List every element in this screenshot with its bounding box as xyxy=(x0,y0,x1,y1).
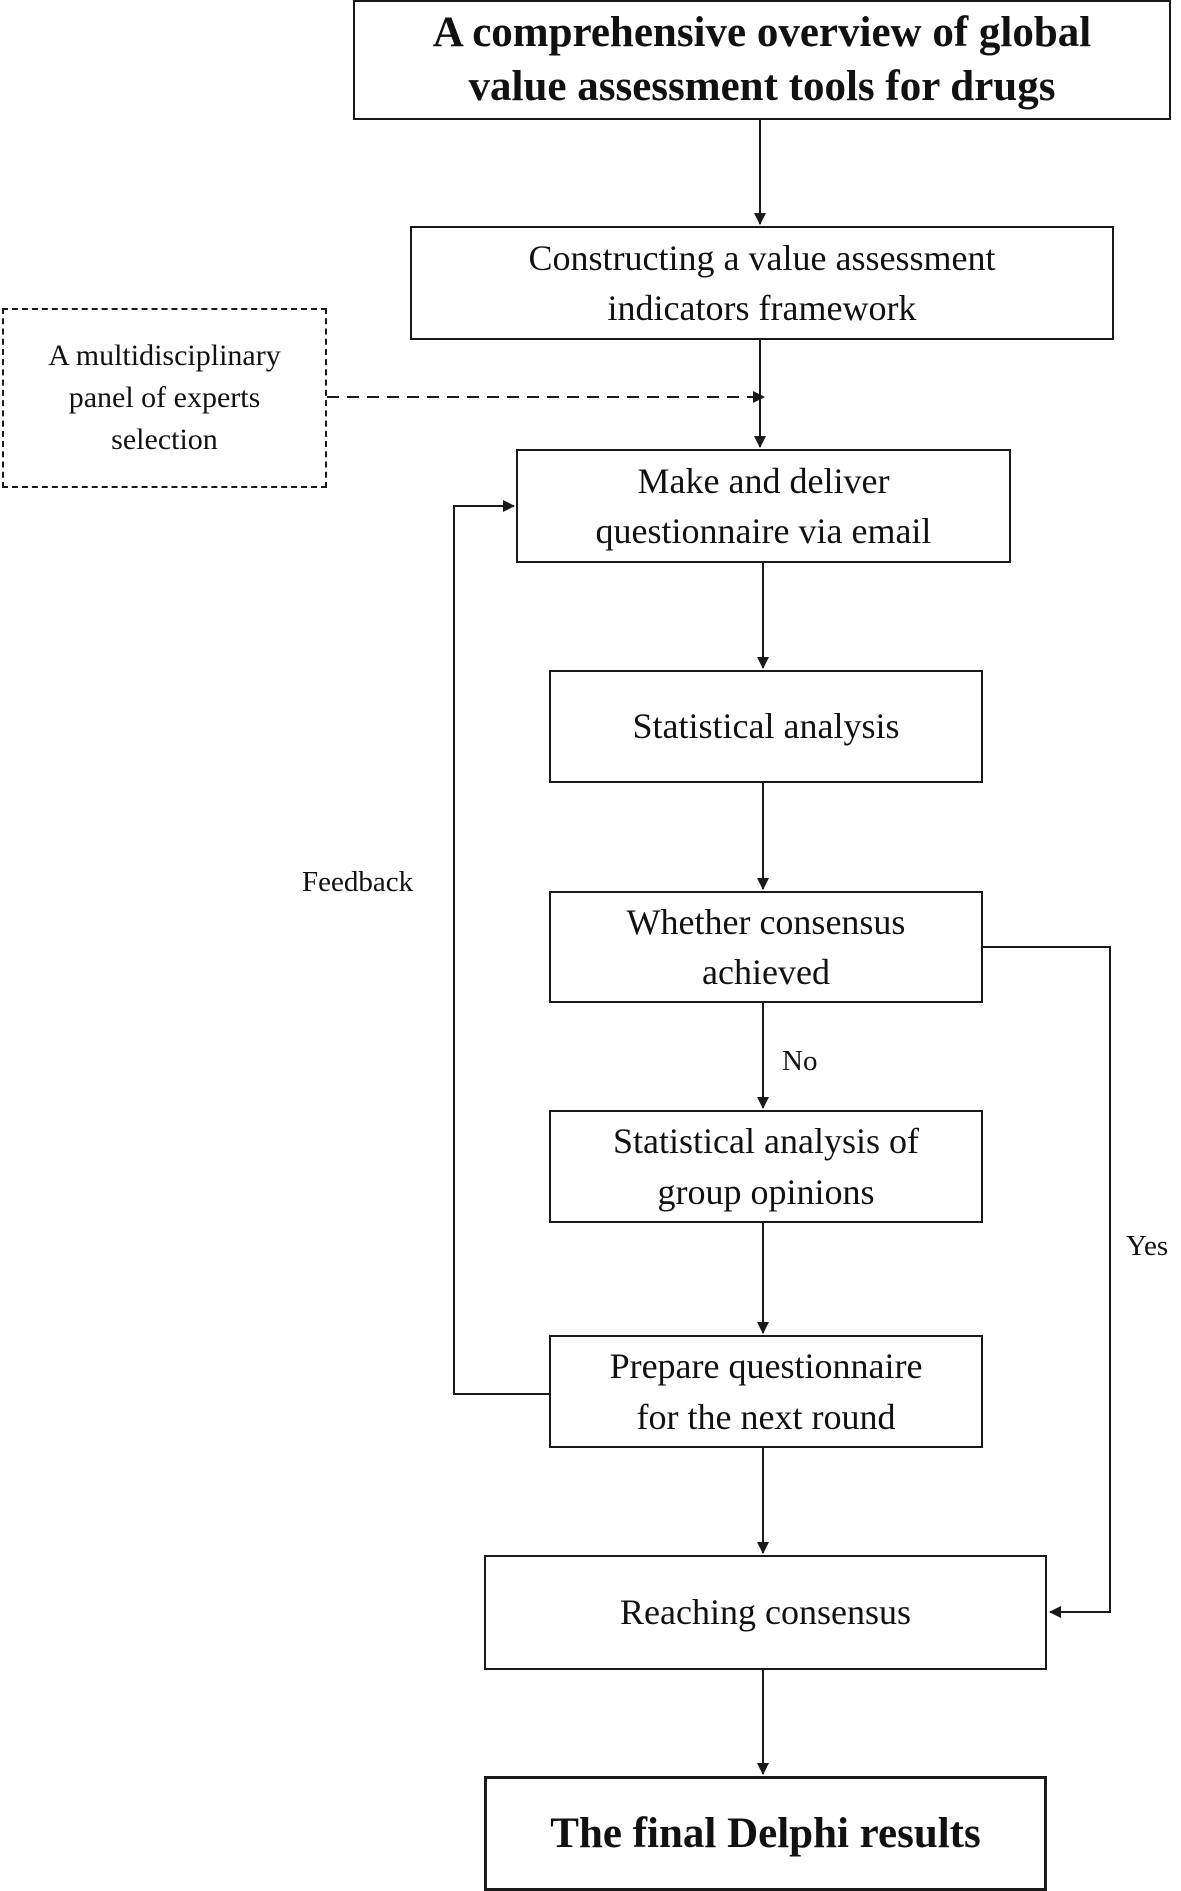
yes-label: Yes xyxy=(1126,1230,1169,1262)
consensus-check-box-label: Whether consensus achieved xyxy=(626,901,906,992)
analysis-box: Statistical analysis xyxy=(549,670,983,783)
consensus-check-box: Whether consensus achieved xyxy=(549,891,983,1003)
reaching-box-label: Reaching consensus xyxy=(620,1592,911,1633)
prepare-box-label: Prepare questionnaire for the next round xyxy=(609,1346,923,1437)
no-label: No xyxy=(782,1045,818,1077)
arrow-feedback-loop xyxy=(453,500,549,1395)
overview-box: A comprehensive overview of global value… xyxy=(353,0,1171,120)
group-opinions-box: Statistical analysis of group opinions xyxy=(549,1110,983,1223)
panel-box: A multidisciplinary panel of experts sel… xyxy=(2,308,327,488)
final-box-label: The final Delphi results xyxy=(550,1809,981,1857)
questionnaire-box-label: Make and deliver questionnaire via email xyxy=(595,460,932,551)
framework-box-label: Constructing a value assessment indicato… xyxy=(528,237,996,328)
analysis-box-label: Statistical analysis xyxy=(632,706,900,747)
final-box: The final Delphi results xyxy=(484,1776,1047,1891)
panel-box-label: A multidisciplinary panel of experts sel… xyxy=(48,339,281,456)
overview-box-label: A comprehensive overview of global value… xyxy=(432,9,1092,110)
group-opinions-box-label: Statistical analysis of group opinions xyxy=(613,1121,919,1212)
questionnaire-box: Make and deliver questionnaire via email xyxy=(516,449,1011,563)
framework-box: Constructing a value assessment indicato… xyxy=(410,226,1114,340)
prepare-box: Prepare questionnaire for the next round xyxy=(549,1335,983,1448)
arrow-yes-to-reaching xyxy=(983,946,1111,1618)
feedback-label: Feedback xyxy=(302,866,414,898)
reaching-box: Reaching consensus xyxy=(484,1555,1047,1670)
